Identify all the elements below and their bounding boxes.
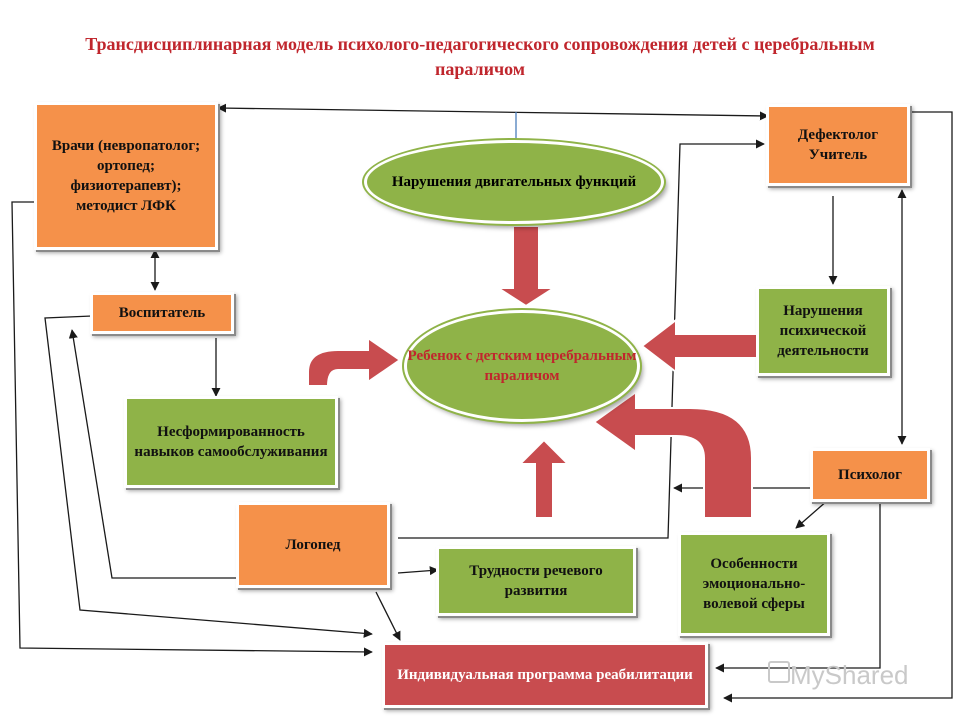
link-psychologist-program	[715, 500, 881, 673]
link-educator-program	[44, 315, 373, 638]
speech-therapist-box: Логопед	[236, 502, 390, 588]
program-box: Индивидуальная программа реабилитации	[382, 642, 708, 708]
speech-box: Трудности речевого развития	[436, 546, 636, 616]
mental-box: Нарушения психической деятельности	[756, 286, 890, 376]
emotional-box: Особенности эмоционально-волевой сферы	[678, 532, 830, 636]
selfcare-label: Несформированность навыков самообслужива…	[134, 424, 328, 460]
mental-label: Нарушения психической деятельности	[777, 303, 869, 359]
defectologist-box: Дефектолог Учитель	[766, 104, 910, 186]
block-arrow-motor-to-child	[494, 225, 558, 308]
motor-label: Нарушения двигательных функций	[391, 174, 637, 190]
doctors-label: Врачи (невропатолог; ортопед; физиотерап…	[51, 138, 201, 214]
link-logoped-speech	[397, 566, 439, 576]
program-label: Индивидуальная программа реабилитации	[397, 667, 693, 683]
educator-box: Воспитатель	[90, 292, 234, 334]
defectologist-label: Дефектолог Учитель	[797, 127, 879, 163]
block-arrow-emotional-to-child	[592, 390, 753, 519]
psychologist-box: Психолог	[810, 448, 930, 502]
link-defectologist-program	[723, 111, 953, 703]
educator-label: Воспитатель	[118, 305, 206, 321]
speech-label: Трудности речевого развития	[469, 563, 603, 599]
psychologist-label: Психолог	[838, 467, 902, 483]
link-doctors-defectologist	[217, 103, 769, 121]
child-label: Ребенок с детским церебральным параличом	[407, 348, 637, 384]
selfcare-box: Несформированность навыков самообслужива…	[124, 396, 338, 488]
link-doctors-program	[11, 201, 373, 657]
doctors-box: Врачи (невропатолог; ортопед; физиотерап…	[34, 102, 218, 250]
motor-ellipse: Нарушения двигательных функций	[364, 140, 664, 224]
child-ellipse: Ребенок с детским церебральным параличом	[404, 310, 640, 422]
link-logoped-program	[375, 591, 401, 641]
block-arrow-mental-to-child	[640, 317, 759, 375]
block-arrow-up-to-child	[517, 438, 571, 519]
emotional-label: Особенности эмоционально-волевой сферы	[702, 556, 806, 612]
link-psychologist-emotional	[795, 499, 829, 529]
speech-therapist-label: Логопед	[285, 537, 341, 553]
link-logoped-educator	[68, 329, 236, 579]
block-arrow-selfcare-to-child	[307, 336, 402, 387]
diagram-title: Трансдисциплинарная модель психолого-пед…	[85, 34, 875, 79]
watermark-icon	[768, 661, 790, 683]
watermark-text: MyShared	[790, 660, 909, 690]
